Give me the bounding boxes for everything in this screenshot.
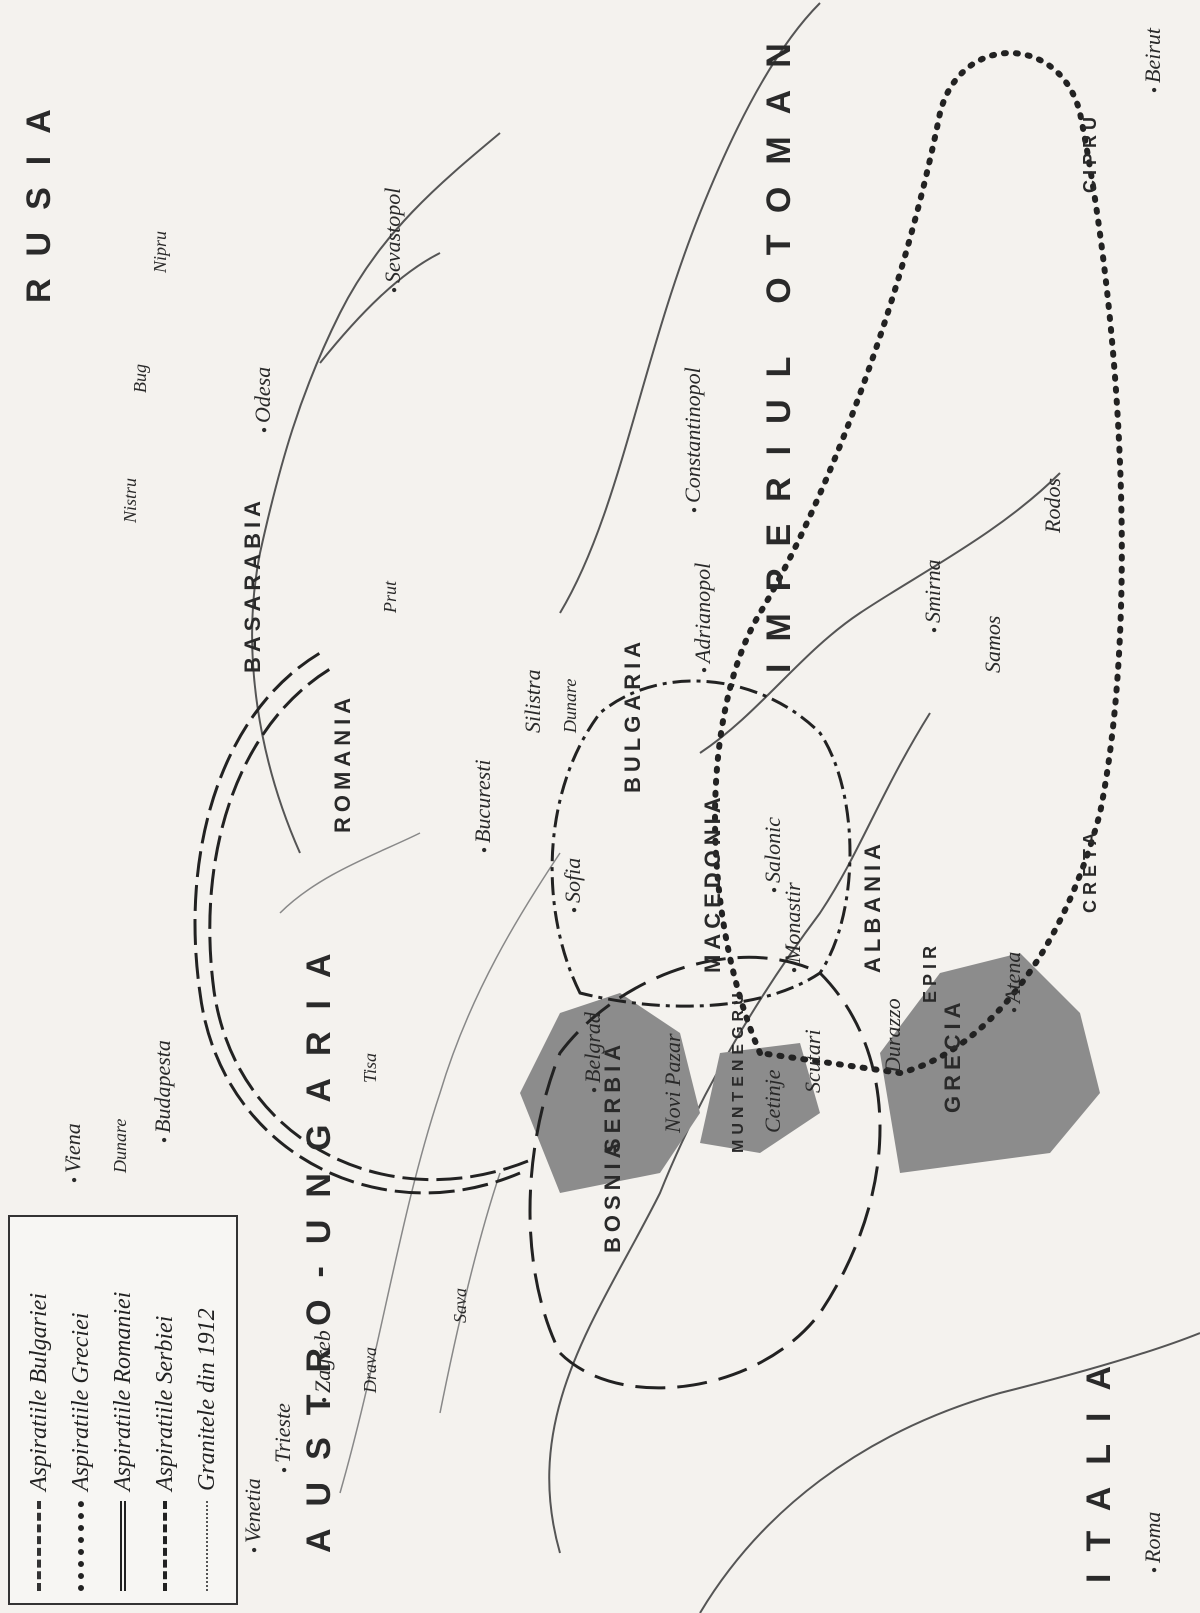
city-zagreb: Zagreb bbox=[310, 1330, 336, 1403]
adriatic-coast bbox=[548, 712, 931, 1554]
city-belgrad: Belgrad bbox=[580, 1012, 606, 1093]
legend-label: Aspiratiile Bulgariei bbox=[25, 1293, 52, 1491]
sava-river bbox=[439, 1172, 501, 1414]
romania-aspirations-line-inner bbox=[208, 667, 529, 1182]
city-budapesta: Budapesta bbox=[150, 1040, 176, 1143]
river-nistru: Nistru bbox=[120, 477, 140, 523]
label-montenegro: MUNTENEGRU bbox=[730, 988, 747, 1153]
label-italy: ITALIA bbox=[1080, 1343, 1118, 1583]
river-sava: Sava bbox=[450, 1288, 470, 1323]
city-venetia: Venetia bbox=[240, 1478, 266, 1553]
anatolia-coast bbox=[559, 2, 821, 614]
montenegro-territory bbox=[700, 1043, 820, 1153]
river-tisa: Tisa bbox=[360, 1052, 380, 1083]
italy-coast bbox=[699, 1332, 1200, 1613]
label-bosnia: BOSNIA bbox=[600, 1137, 625, 1253]
legend-item-serbia: Aspiratiile Serbiei bbox=[144, 1229, 186, 1591]
river-dunare-lower: Dunare bbox=[560, 678, 580, 733]
city-silistra: Silistra bbox=[520, 669, 545, 733]
city-cetinje: Cetinje bbox=[760, 1069, 785, 1133]
greece-territory bbox=[880, 953, 1100, 1173]
legend-label: Aspiratiile Greciei bbox=[67, 1312, 94, 1491]
black-sea-coast bbox=[251, 132, 501, 854]
city-durazzo: Durazzo bbox=[880, 998, 905, 1073]
label-creta: CRETA bbox=[1080, 827, 1100, 913]
city-trieste: Trieste bbox=[270, 1403, 296, 1473]
serbia-territory bbox=[520, 993, 700, 1193]
city-atena: Atena bbox=[1000, 952, 1026, 1013]
river-nipru: Nipru bbox=[150, 230, 170, 273]
city-odesa: Odesa bbox=[250, 367, 276, 433]
city-beirut: Beirut bbox=[1140, 28, 1166, 93]
river-dunare: Dunare bbox=[110, 1118, 130, 1173]
city-bucuresti: Bucuresti bbox=[470, 759, 496, 853]
label-russia: RUSIA bbox=[20, 87, 58, 303]
label-ottoman: IMPERIUL OTOMAN bbox=[760, 21, 798, 673]
legend-label: Granitele din 1912 bbox=[193, 1308, 220, 1491]
label-albania: ALBANIA bbox=[860, 839, 885, 973]
city-monastir: Monastir bbox=[780, 882, 806, 973]
river-prut: Prut bbox=[380, 580, 400, 613]
city-sofia: Sofia bbox=[560, 858, 586, 913]
legend-item-romania: Aspiratiile Romaniei bbox=[102, 1229, 144, 1591]
label-basarabia: BASARABIA bbox=[240, 496, 265, 673]
city-sevastopol: Sevastopol bbox=[380, 188, 406, 293]
bulgaria-aspirations-line bbox=[550, 679, 852, 1008]
romania-aspirations-line-outer bbox=[193, 651, 521, 1195]
legend-swatch-dashdot bbox=[37, 1501, 41, 1591]
label-greece: GRECIA bbox=[940, 997, 965, 1113]
legend-swatch-fine-dots bbox=[206, 1501, 208, 1591]
legend-item-1912: Granitele din 1912 bbox=[186, 1229, 228, 1591]
greece-aspirations-line bbox=[712, 50, 1125, 1077]
city-rodos: Rodos bbox=[1040, 478, 1065, 533]
serbia-aspirations-line bbox=[528, 955, 882, 1390]
crimea-coast bbox=[319, 252, 441, 364]
city-roma: Roma bbox=[1140, 1512, 1166, 1573]
danube-river bbox=[339, 852, 561, 1494]
label-macedonia: MACEDONIA bbox=[700, 792, 725, 973]
river-bug: Bug bbox=[130, 364, 150, 393]
legend-label: Aspiratiile Romaniei bbox=[109, 1291, 136, 1491]
city-samos: Samos bbox=[980, 615, 1005, 673]
river-drava: Drava bbox=[360, 1347, 380, 1393]
city-viena: Viena bbox=[60, 1123, 86, 1183]
legend-swatch-dash bbox=[163, 1501, 167, 1591]
legend-item-bulgaria: Aspiratiile Bulgariei bbox=[18, 1229, 60, 1591]
legend-label: Aspiratiile Serbiei bbox=[151, 1315, 178, 1491]
legend-swatch-double-dash bbox=[120, 1501, 126, 1591]
city-smirna: Smirna bbox=[920, 559, 946, 633]
map-legend: Aspiratiile Bulgariei Aspiratiile Grecie… bbox=[8, 1215, 238, 1605]
city-adrianopol: Adrianopol bbox=[690, 563, 716, 673]
legend-item-greece: Aspiratiile Greciei bbox=[60, 1229, 102, 1591]
city-constantinopol: Constantinopol bbox=[680, 367, 706, 513]
aegean-coast bbox=[699, 472, 1061, 754]
label-romania: ROMANIA bbox=[330, 692, 355, 833]
prut-river bbox=[279, 832, 421, 914]
label-bulgaria: BULGARIA bbox=[620, 636, 645, 793]
label-austria-hungary: AUSTRO-UNGARIA bbox=[300, 931, 338, 1553]
city-novi-pazar: Novi Pazar bbox=[660, 1033, 685, 1133]
legend-swatch-dots bbox=[78, 1501, 84, 1591]
city-scutari: Scutari bbox=[800, 1029, 825, 1093]
city-salonic: Salonic bbox=[760, 817, 786, 893]
label-epir: EPIR bbox=[920, 940, 940, 1003]
label-cipru: CIPRU bbox=[1080, 111, 1100, 193]
